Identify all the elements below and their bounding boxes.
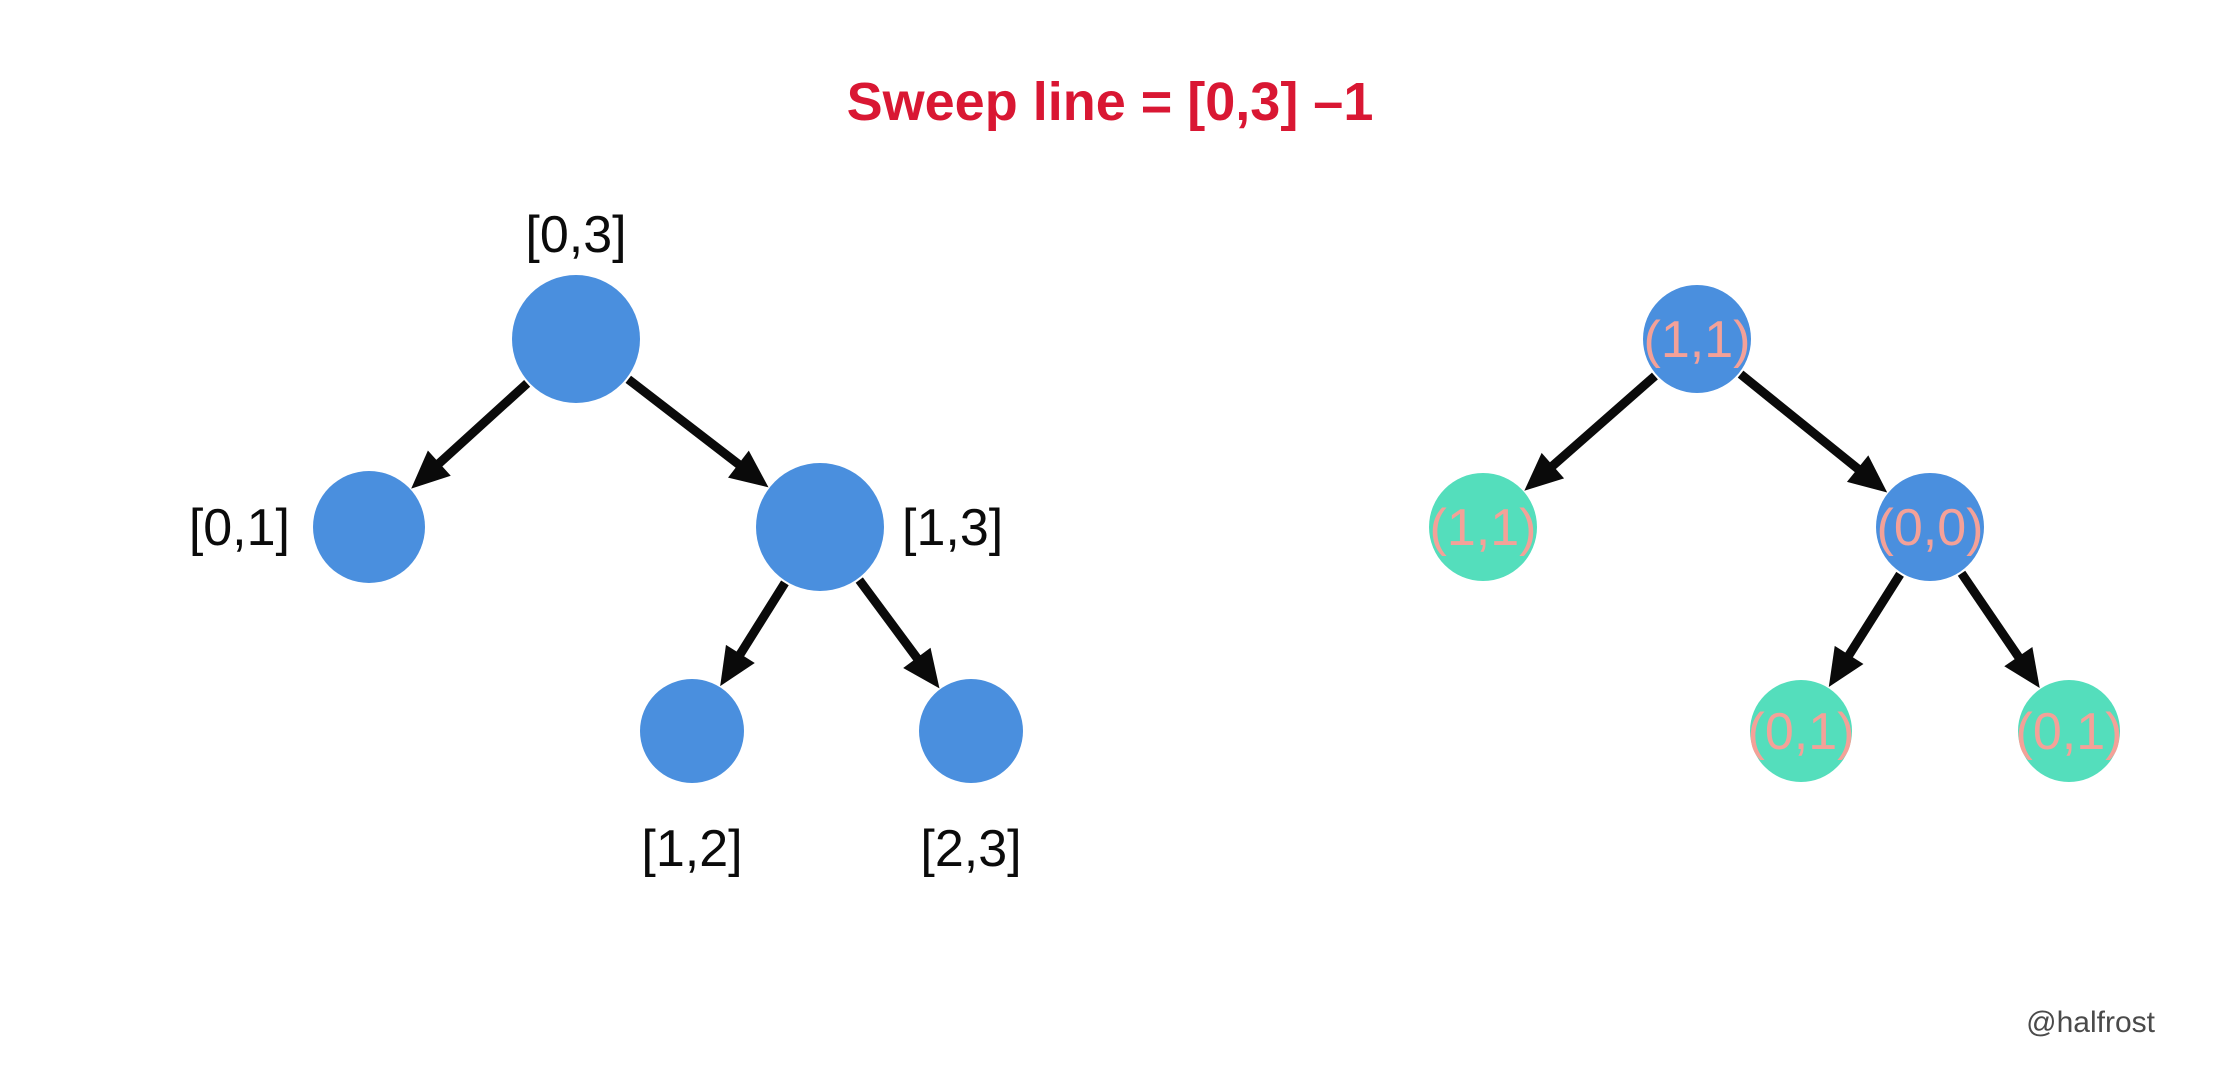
- tree-node-12[interactable]: [1,2]: [640, 679, 744, 878]
- node-value-label: (0,0): [1877, 499, 1984, 557]
- tree-node-01[interactable]: (0,1): [2016, 680, 2123, 782]
- node-interval-label: [0,3]: [525, 206, 626, 264]
- tree-node-03[interactable]: [0,3]: [512, 206, 640, 403]
- tree-edge: [1957, 570, 2040, 689]
- left-tree-nodes: [0,3] [0,1] [1,3] [1,2] [2,3]: [189, 206, 1023, 878]
- node-circle[interactable]: [512, 275, 640, 403]
- tree-node-00[interactable]: (0,0): [1876, 473, 1984, 581]
- tree-node-01[interactable]: (0,1): [1748, 680, 1855, 782]
- tree-node-11[interactable]: (1,1): [1429, 473, 1537, 581]
- right-tree-nodes: (1,1) (1,1) (0,0) (0,1) (0,1): [1429, 285, 2122, 782]
- page-title: Sweep line = [0,3] –1: [847, 72, 1374, 132]
- node-value-label: (0,1): [2016, 703, 2123, 761]
- node-interval-label: [0,1]: [189, 499, 290, 557]
- node-circle[interactable]: [1876, 473, 1984, 581]
- node-circle[interactable]: [1429, 473, 1537, 581]
- node-interval-label: [2,3]: [920, 820, 1021, 878]
- node-interval-label: [1,3]: [902, 499, 1003, 557]
- tree-edge: [720, 580, 789, 687]
- right-tree-edges: [1524, 370, 2040, 689]
- node-circle[interactable]: [1643, 285, 1751, 393]
- tree-edge: [625, 375, 769, 488]
- node-interval-label: [1,2]: [641, 820, 742, 878]
- node-circle[interactable]: [640, 679, 744, 783]
- left-tree-edges: [411, 375, 940, 689]
- tree-edge: [1737, 370, 1888, 493]
- node-circle[interactable]: [313, 471, 425, 583]
- node-value-label: (0,1): [1748, 703, 1855, 761]
- node-circle[interactable]: [1750, 680, 1852, 782]
- tree-node-11[interactable]: (1,1): [1643, 285, 1751, 393]
- node-circle[interactable]: [919, 679, 1023, 783]
- tree-node-01[interactable]: [0,1]: [189, 471, 425, 583]
- tree-edge: [411, 380, 531, 489]
- node-circle[interactable]: [2018, 680, 2120, 782]
- node-value-label: (1,1): [1430, 499, 1537, 557]
- node-value-label: (1,1): [1644, 311, 1751, 369]
- tree-node-23[interactable]: [2,3]: [919, 679, 1023, 878]
- tree-edge: [1524, 372, 1658, 491]
- tree-edge: [855, 577, 940, 689]
- tree-node-13[interactable]: [1,3]: [756, 463, 1003, 591]
- node-circle[interactable]: [756, 463, 884, 591]
- tree-edge: [1828, 571, 1904, 688]
- watermark: @halfrost: [2026, 1006, 2155, 1039]
